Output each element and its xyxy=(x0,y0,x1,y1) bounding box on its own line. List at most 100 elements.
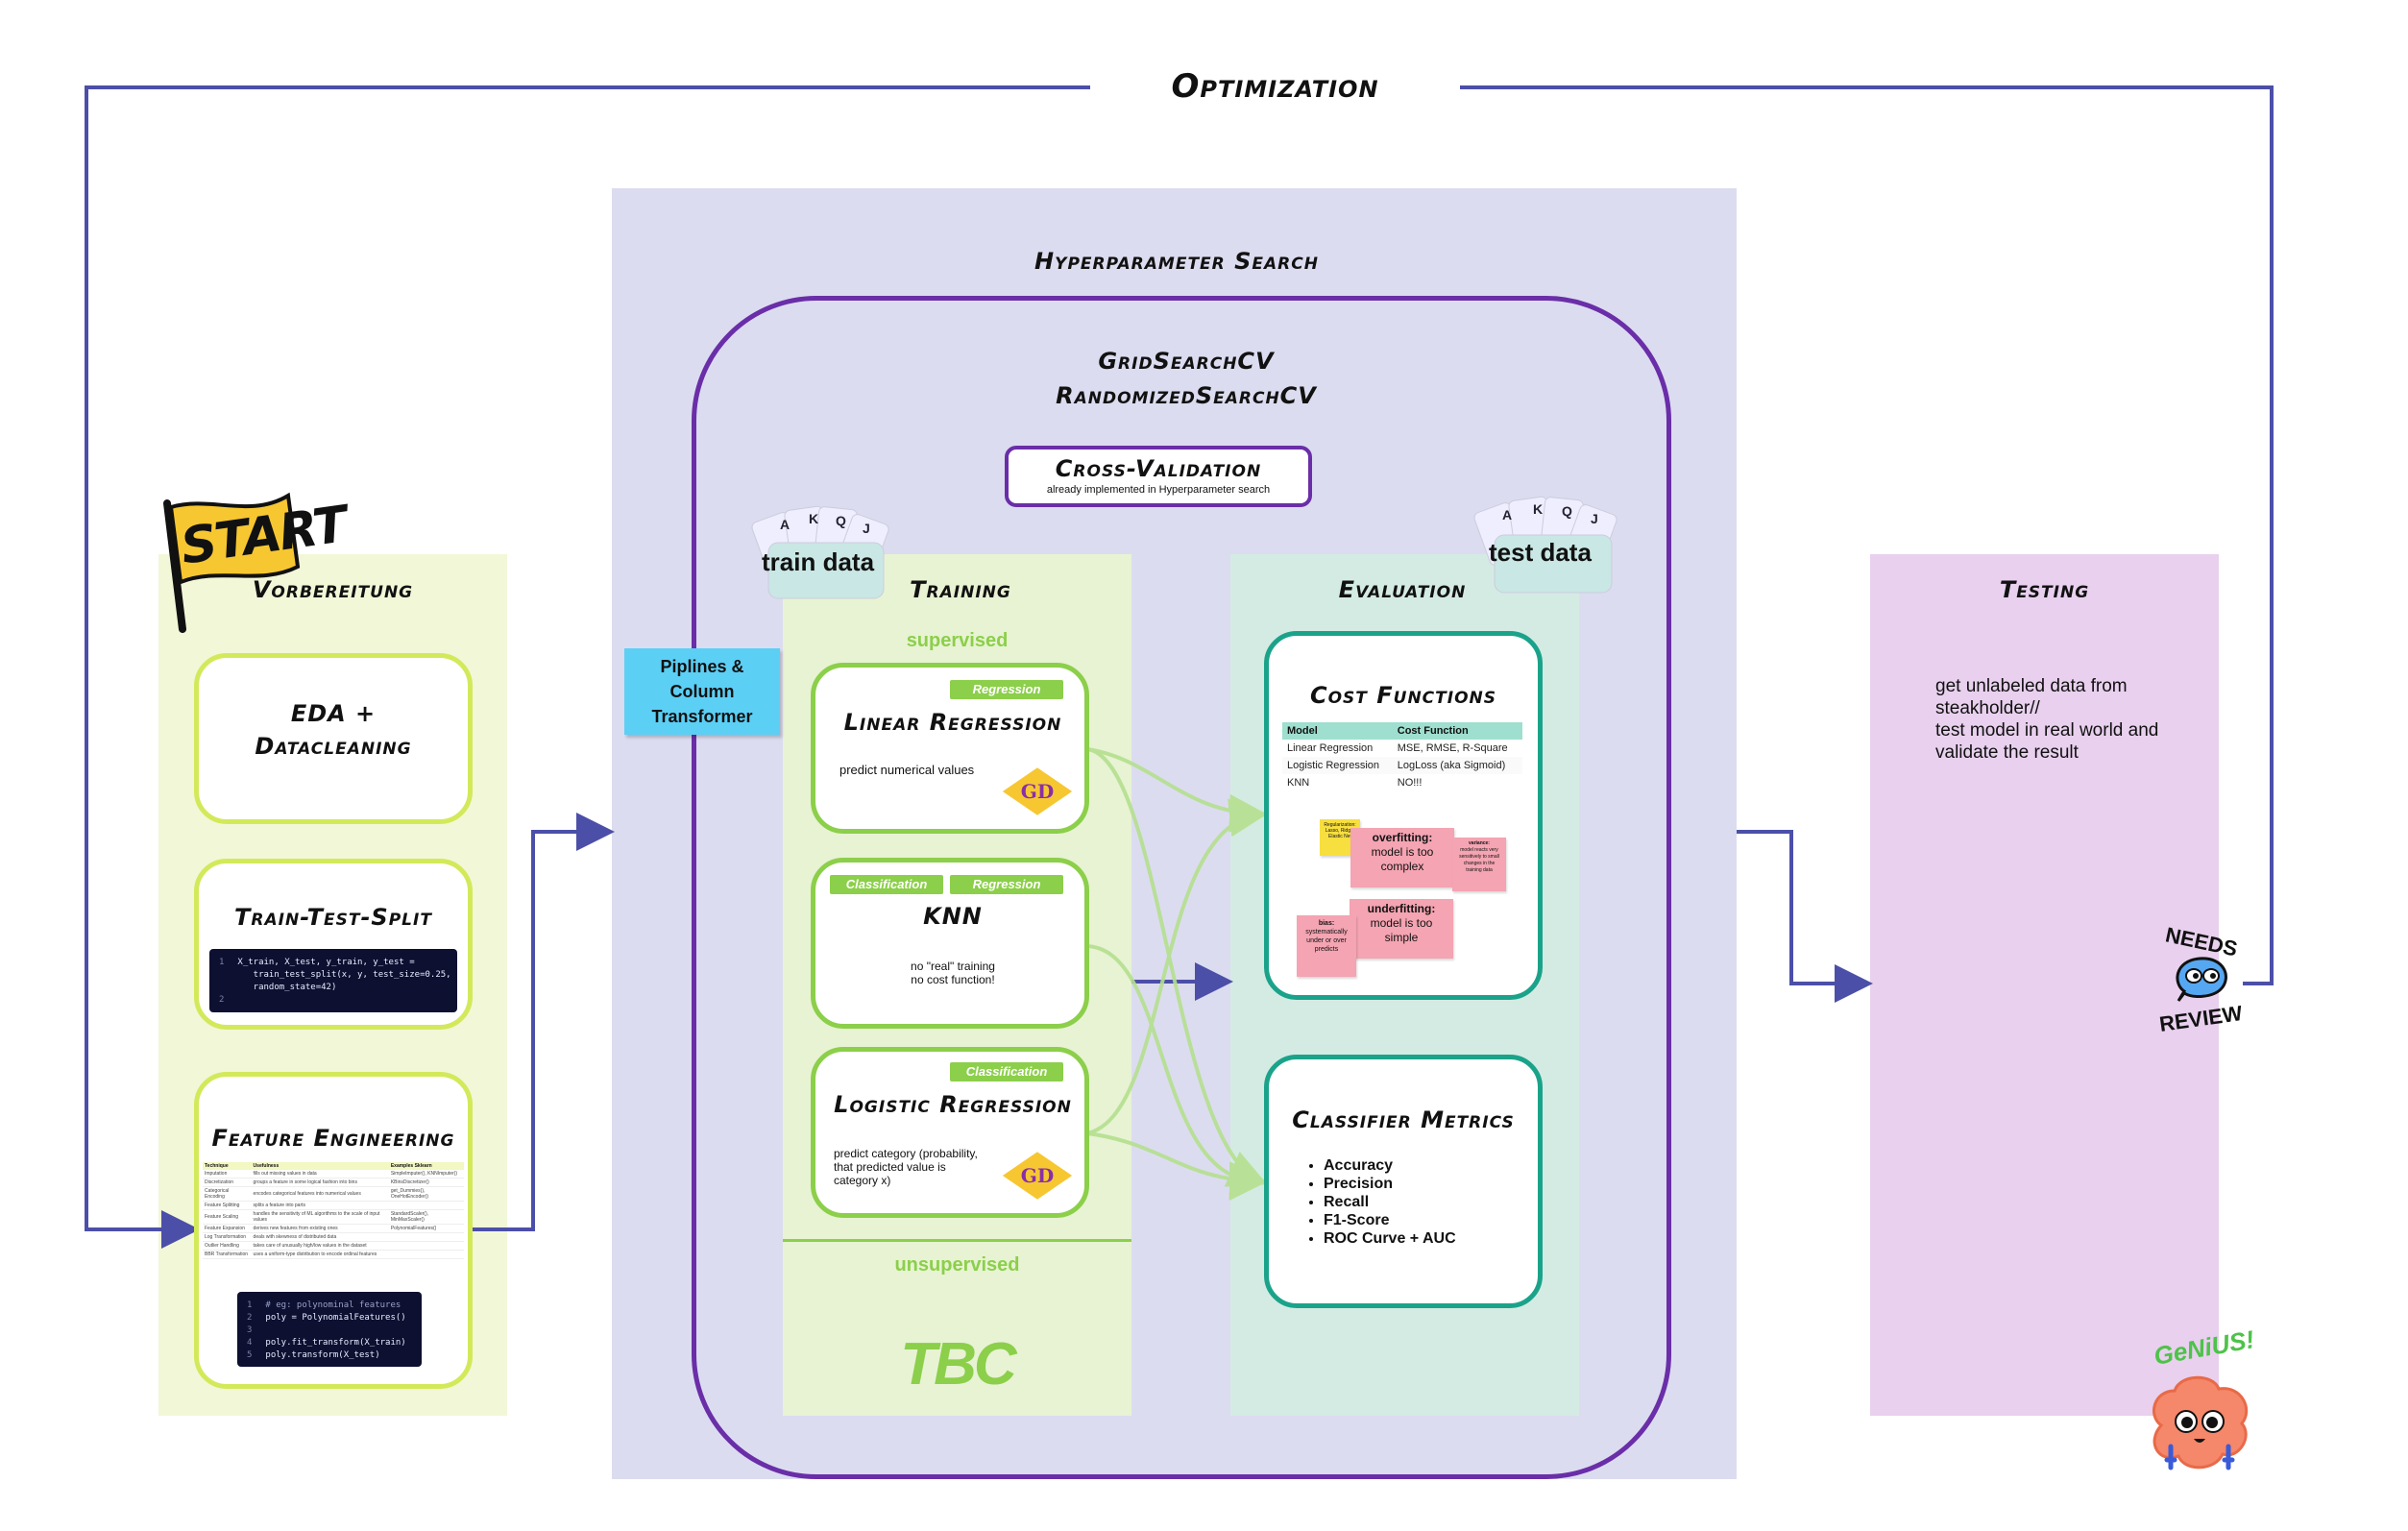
logistic-regression-tag: Classification xyxy=(950,1062,1063,1081)
svg-text:GD: GD xyxy=(1021,1164,1054,1187)
list-item: ROC Curve + AUC xyxy=(1324,1229,1456,1248)
sticky-overfitting-title: overfitting: xyxy=(1372,831,1433,844)
code-line: train_test_split(x, y, test_size=0.25, xyxy=(219,969,451,982)
testing-text-line: validate the result xyxy=(1935,742,2079,763)
table-cell: deals with skewness of distributed data xyxy=(251,1232,389,1242)
svg-text:A: A xyxy=(1502,507,1512,522)
sticky-variance-title: variance: xyxy=(1469,840,1490,846)
testing-panel xyxy=(1870,554,2219,1416)
supervised-label: supervised xyxy=(906,630,1009,651)
list-item: Recall xyxy=(1324,1193,1456,1211)
table-cell: LogLoss (aka Sigmoid) xyxy=(1392,757,1522,774)
sticky-underfitting-title: underfitting: xyxy=(1367,902,1436,915)
cost-functions-title: Cost Functions xyxy=(1309,682,1496,709)
table-row: Linear Regression MSE, RMSE, R-Square xyxy=(1282,740,1522,757)
tbc-label: TBC xyxy=(900,1331,1016,1397)
eda-card: EDA + Datacleaning xyxy=(194,653,473,824)
code-line: 2 poly = PolynomialFeatures() xyxy=(247,1312,412,1324)
code-line-text: poly = PolynomialFeatures() xyxy=(265,1313,406,1323)
svg-text:K: K xyxy=(809,511,818,526)
svg-text:Q: Q xyxy=(1562,503,1572,519)
vorbereitung-title: Vorbereitung xyxy=(252,576,414,603)
vorbereitung-to-hyper-arrow xyxy=(471,813,615,1231)
testing-text-line: test model in real world and xyxy=(1935,720,2159,741)
cross-validation-title: Cross-Validation xyxy=(1055,455,1262,482)
pipelines-label: Piplines & Column Transformer xyxy=(651,657,753,726)
linear-regression-text: predict numerical values xyxy=(839,763,975,777)
code-line-text: # eg: polynominal features xyxy=(265,1300,401,1310)
table-cell: groups a feature in some logical fashion… xyxy=(251,1178,389,1187)
sticky-underfitting-text: model is too simple xyxy=(1370,916,1433,944)
knn-text-1: no "real" training xyxy=(911,960,995,973)
table-cell xyxy=(388,1250,464,1259)
code-line-number: 3 xyxy=(247,1325,253,1335)
table-cell xyxy=(388,1232,464,1242)
table-cell: handles the sensitivity of ML algorithms… xyxy=(251,1209,389,1225)
classifier-metrics-card xyxy=(1264,1055,1543,1308)
pipelines-sticky: Piplines & Column Transformer xyxy=(624,648,780,735)
optimization-title-bg xyxy=(1090,65,1460,109)
sticky-variance-text: model reacts very sensitively to small c… xyxy=(1459,847,1499,873)
table-cell: Feature Splitting xyxy=(203,1201,252,1210)
code-line-number: 2 xyxy=(247,1313,253,1323)
code-line: random_state=42) xyxy=(219,982,448,994)
table-cell: SimpleImputer(), KNNImputer() xyxy=(388,1170,464,1179)
eda-line2: Datacleaning xyxy=(255,733,412,760)
code-line-text: random_state=42) xyxy=(232,983,337,992)
table-cell: Linear Regression xyxy=(1287,742,1374,754)
gradient-descent-badge-icon: GD xyxy=(999,765,1076,818)
code-line-number: 2 xyxy=(219,995,225,1005)
code-line: 1 # eg: polynominal features xyxy=(247,1300,412,1312)
table-cell: StandardScaler(), MinMaxScaler() xyxy=(388,1209,464,1225)
table-cell: get_Dummies(), OneHotEncoder() xyxy=(388,1186,464,1202)
cross-validation-subtitle: already implemented in Hyperparameter se… xyxy=(1046,484,1271,496)
testing-text-line: steakholder// xyxy=(1935,698,2040,718)
testing-text-line: get unlabeled data from xyxy=(1935,676,2128,696)
feature-engineering-code: 1 # eg: polynominal features 2 poly = Polyn… xyxy=(237,1292,422,1367)
table-cell: MSE, RMSE, R-Square xyxy=(1397,742,1508,754)
evaluation-title: Evaluation xyxy=(1338,576,1467,603)
svg-text:GD: GD xyxy=(1021,780,1054,803)
table-header: Model xyxy=(1282,722,1393,740)
brain-mascot-icon xyxy=(2153,1375,2249,1470)
list-item: Accuracy xyxy=(1324,1156,1456,1175)
code-line: 3 xyxy=(247,1324,412,1337)
table-cell: takes care of unusually high/low values … xyxy=(251,1241,389,1251)
sticky-variance: variance: model reacts very sensitively … xyxy=(1452,838,1506,891)
code-line-number: 4 xyxy=(247,1338,253,1348)
linear-regression-tag: Regression xyxy=(950,680,1063,699)
train-test-split-title: Train-Test-Split xyxy=(234,904,432,931)
code-line-number: 1 xyxy=(247,1300,253,1310)
table-cell: fills out missing values in data xyxy=(251,1170,389,1179)
optimization-title: Optimization xyxy=(1171,67,1379,106)
test-data-label: test data xyxy=(1489,538,1592,567)
code-line: 2 xyxy=(219,994,448,1007)
list-item: Precision xyxy=(1324,1175,1456,1193)
code-line-text: train_test_split(x, y, test_size=0.25, xyxy=(232,970,451,980)
train-data-label: train data xyxy=(762,547,875,576)
table-cell: Logistic Regression xyxy=(1282,757,1393,774)
table-cell: uses a uniform-type distribution to enco… xyxy=(251,1250,389,1259)
table-cell xyxy=(388,1201,464,1210)
train-data-cards-icon: A K Q J xyxy=(751,505,889,599)
code-line-number: 5 xyxy=(247,1350,253,1360)
sticky-bias-text: systematically under or over predicts xyxy=(1305,929,1348,953)
randomizedsearch-title: RandomizedSearchCV xyxy=(1056,382,1317,409)
sticky-bias-title: bias: xyxy=(1318,920,1335,927)
code-line-text: X_train, X_test, y_train, y_test = xyxy=(237,958,415,967)
gridsearch-outline xyxy=(692,296,1671,1479)
start-flag-icon xyxy=(163,492,301,633)
feature-engineering-title: Feature Engineering xyxy=(211,1125,455,1152)
table-cell: Log Transformation xyxy=(203,1232,252,1242)
table-cell: KNN xyxy=(1287,777,1310,789)
